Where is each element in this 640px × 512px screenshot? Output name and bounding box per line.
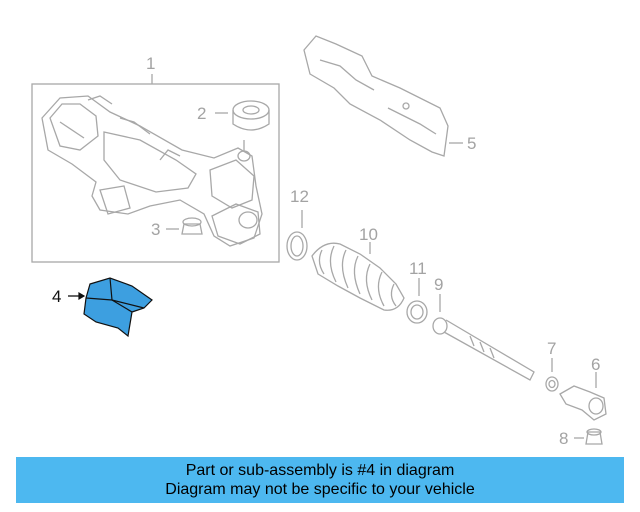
- part-2-bushing: [215, 100, 270, 131]
- part-10-boot: [311, 242, 405, 311]
- callout-1: 1: [146, 54, 155, 73]
- part-5-bracket: [303, 35, 463, 157]
- steering-gear-box: [31, 83, 280, 263]
- callout-4: 4: [52, 287, 61, 306]
- callout-8: 8: [559, 429, 568, 448]
- part-9-tie-rod: [432, 294, 535, 381]
- callout-3: 3: [151, 220, 160, 239]
- steering-gear-group: [31, 74, 280, 263]
- part-4-heat-shield: [68, 277, 153, 338]
- callout-2: 2: [197, 104, 206, 123]
- part-3-nut: [166, 217, 203, 235]
- part-12-clamp: [286, 210, 308, 261]
- part-11-clamp: [406, 278, 428, 324]
- part-8-nut: [574, 428, 603, 445]
- info-banner: Part or sub-assembly is #4 in diagram Di…: [16, 457, 624, 503]
- part-6-tie-rod-end: [559, 372, 607, 421]
- banner-line-part-number: Part or sub-assembly is #4 in diagram: [185, 462, 455, 479]
- callout-5: 5: [467, 134, 476, 153]
- callout-12: 12: [290, 187, 309, 206]
- callout-11: 11: [409, 259, 427, 278]
- callout-10: 10: [359, 225, 378, 244]
- steering-gear-drawing: [41, 95, 263, 247]
- callout-6: 6: [591, 355, 600, 374]
- callout-7: 7: [547, 339, 556, 358]
- part-7-nut: [545, 358, 559, 392]
- parts-diagram: 1 2 3 4 5 6 7 8 9 10 11 12: [31, 35, 607, 448]
- callout-9: 9: [434, 275, 443, 294]
- banner-line-disclaimer: Diagram may not be specific to your vehi…: [165, 481, 475, 498]
